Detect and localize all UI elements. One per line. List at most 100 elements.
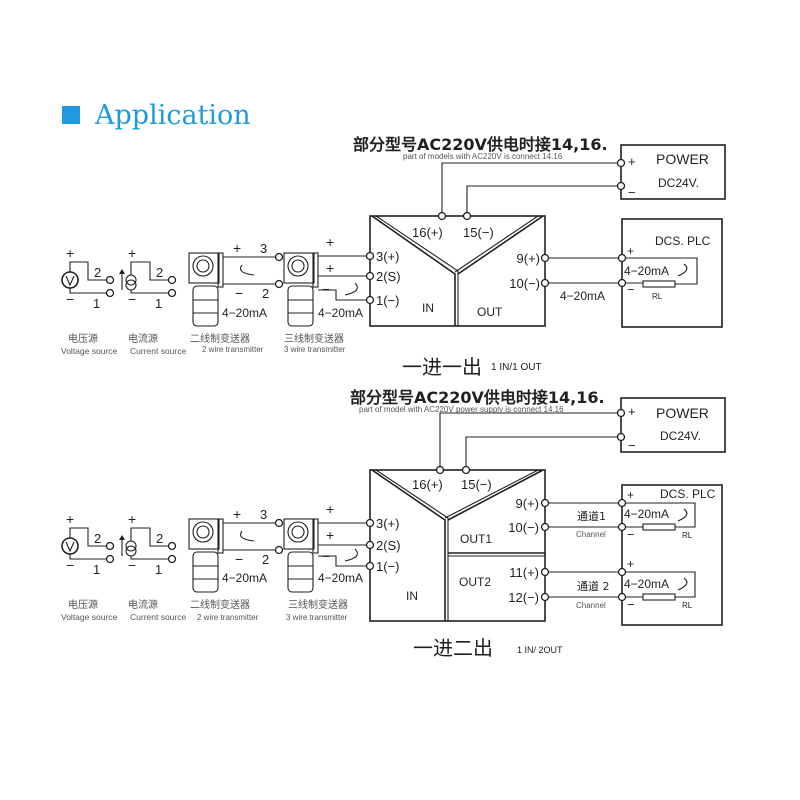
label-3: 3(+) (376, 516, 399, 531)
label-10: 10(−) (509, 276, 540, 291)
wire-16-power-plus (441, 162, 621, 216)
channel-2-cn: 通道 2 (577, 579, 610, 593)
label-in: IN (422, 301, 434, 315)
tw2-en: 2 wire transmitter (202, 345, 264, 354)
current-label: 4−20mA (318, 306, 363, 320)
label-15: 15(−) (461, 477, 492, 492)
minus-label: − (322, 548, 330, 564)
power-plus: + (628, 404, 636, 419)
dcs-title: DCS. PLC (655, 234, 711, 248)
label-out1: OUT1 (460, 532, 492, 546)
two-wire-transmitter: + 3 − 2 4−20mA (188, 240, 284, 327)
plus-label: + (128, 245, 136, 261)
current-arrow-icon (677, 508, 688, 522)
diagram-1in-1out: 部分型号AC220V供电时接14,16. part of models with… (353, 135, 726, 379)
current-label: 4−20mA (222, 306, 267, 320)
label-3: 3(+) (376, 249, 399, 264)
minus-label: − (128, 291, 136, 307)
arrow-up-icon (119, 535, 125, 540)
rl-label: RL (682, 531, 693, 540)
terminal-3-label: 3 (260, 241, 267, 256)
dcs-current: 4−20mA (624, 577, 669, 591)
current-arrow-icon (239, 264, 255, 276)
current-arrow-icon (344, 282, 358, 296)
terminal-2-label: 2 (262, 552, 269, 567)
terminal-1-label: 1 (155, 296, 162, 311)
plus-label: + (128, 511, 136, 527)
label-11: 11(+) (509, 565, 539, 580)
voltage-source: + − 2 1 (61, 245, 115, 311)
label-in: IN (406, 589, 418, 603)
channel-2-en: Channel (576, 601, 606, 610)
terminal-16 (437, 211, 447, 221)
channel-1-en: Channel (576, 530, 606, 539)
label-15: 15(−) (463, 225, 494, 240)
plus-label: + (233, 506, 241, 522)
power-voltage: DC24V. (660, 429, 701, 443)
plus-label: + (326, 527, 334, 543)
tw3-en: 3 wire transmitter (284, 345, 346, 354)
dcs-minus: − (627, 597, 635, 612)
dcs-title: DCS. PLC (660, 487, 716, 501)
label-1: 1(−) (376, 559, 399, 574)
power-box (620, 144, 726, 200)
resistor-rl (642, 593, 676, 601)
label-16: 16(+) (412, 225, 443, 240)
tw2-en: 2 wire transmitter (197, 613, 259, 622)
current-source-cn: 电流源 (128, 332, 158, 345)
label-out: OUT (477, 305, 503, 319)
label-12: 12(−) (508, 590, 539, 605)
input-sources-2: + − 2 1 + − 2 1 + 3 − 2 4−20mA + + − 4−2… (61, 501, 375, 622)
ac220-note: 部分型号AC220V供电时接14,16. (350, 388, 605, 407)
plus-label: + (233, 240, 241, 256)
label-10: 10(−) (508, 520, 539, 535)
rl-label: RL (652, 292, 663, 301)
terminal-2-label: 2 (156, 265, 163, 280)
current-arrow-icon (239, 530, 255, 542)
wire-15-power-minus (466, 185, 621, 216)
caption-en: 1 IN/1 OUT (491, 362, 542, 373)
terminal-3-label: 3 (260, 507, 267, 522)
arrow-up-icon (119, 269, 125, 274)
diagram-1in-2out: 部分型号AC220V供电时接14,16. part of model with … (350, 388, 726, 660)
current-source-en: Current source (130, 612, 186, 622)
power-minus: − (628, 438, 636, 453)
current-arrow-icon (344, 548, 358, 562)
minus-label: − (66, 291, 74, 307)
label-out2: OUT2 (459, 575, 491, 589)
current-label: 4−20mA (222, 571, 267, 585)
terminal-1-label: 1 (93, 296, 100, 311)
plus-label: + (326, 260, 334, 276)
current-source-en: Current source (130, 346, 186, 356)
dcs-plus: + (627, 488, 634, 502)
dcs-plc-box (621, 218, 723, 328)
dcs-minus: − (627, 527, 635, 542)
dcs-minus: − (627, 282, 635, 297)
power-title: POWER (656, 151, 709, 167)
resistor-rl (642, 280, 676, 288)
plus-label: + (326, 501, 334, 517)
power-voltage: DC24V. (658, 176, 699, 190)
current-source: + − 2 1 (119, 245, 177, 311)
tw3-cn: 三线制变送器 (288, 598, 348, 611)
heading-title: Application (94, 100, 251, 131)
label-16: 16(+) (412, 477, 443, 492)
channel-1-cn: 通道1 (577, 509, 606, 523)
ac220-note: 部分型号AC220V供电时接14,16. (353, 135, 608, 154)
power-title: POWER (656, 405, 709, 421)
tw2-cn: 二线制变送器 (190, 598, 250, 611)
power-minus: − (628, 185, 636, 200)
dcs-plc-box (621, 484, 723, 626)
dcs-plus: + (627, 557, 634, 571)
rl-label: RL (682, 601, 693, 610)
label-1: 1(−) (376, 293, 399, 308)
dcs-plus: + (627, 244, 634, 258)
terminal-1-label: 1 (155, 562, 162, 577)
dcs-current: 4−20mA (624, 264, 669, 278)
three-wire-transmitter: + + − 4−20mA (283, 234, 375, 327)
label-2: 2(S) (376, 269, 401, 284)
caption-cn: 一进一出 (402, 355, 482, 379)
minus-label: − (128, 557, 136, 573)
voltage-source-cn: 电压源 (68, 332, 98, 345)
current-arrow-icon (677, 263, 688, 277)
